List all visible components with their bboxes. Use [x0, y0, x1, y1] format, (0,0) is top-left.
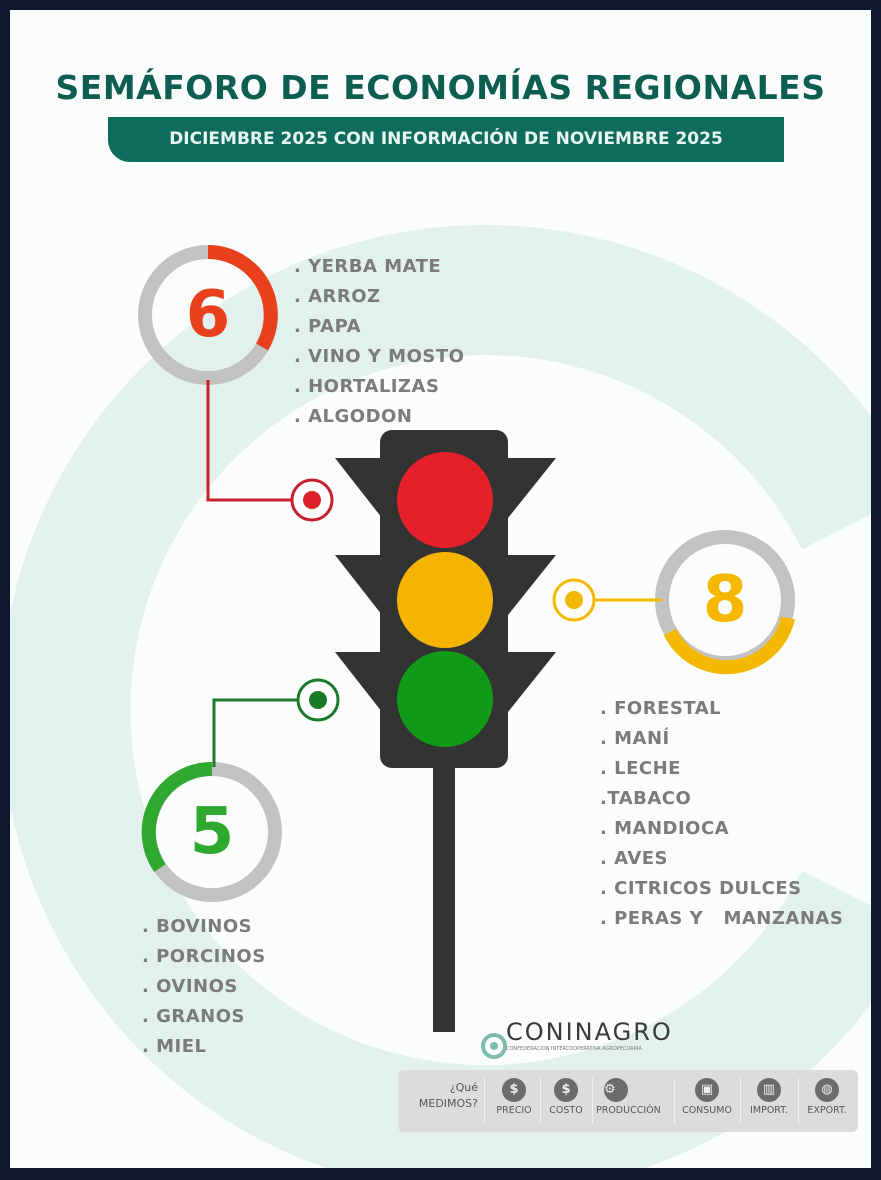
list-item: . OVINOS [142, 976, 238, 997]
infographic: SEMÁFORO DE ECONOMÍAS REGIONALES DICIEMB… [10, 10, 871, 1168]
list-item: . CITRICOS DULCES [600, 878, 802, 899]
red-list: . YERBA MATE . ARROZ . PAPA . VINO Y MOS… [294, 252, 464, 432]
list-item: . MANDIOCA [600, 818, 730, 839]
dollar-icon: $ [502, 1078, 526, 1102]
measure-consumo: ▣CONSUMO [678, 1078, 736, 1116]
list-item: . PORCINOS [142, 946, 266, 967]
green-count: 5 [189, 795, 235, 869]
list-item: . LECHE [600, 758, 681, 779]
list-item: . GRANOS [142, 1006, 245, 1027]
list-item: . PAPA [294, 316, 362, 337]
list-item: . MANÍ [600, 728, 670, 749]
list-item: . ARROZ [294, 286, 381, 307]
red-connector [206, 380, 292, 502]
measure-import: ▥IMPORT. [744, 1078, 794, 1116]
list-item: . YERBA MATE [294, 256, 442, 277]
cost-icon: $ [554, 1078, 578, 1102]
red-ring-arc [207, 245, 278, 351]
list-item: . HORTALIZAS [294, 376, 440, 397]
green-ring-arc [141, 761, 213, 872]
gear-icon: ⚙ [604, 1078, 628, 1102]
list-item: . PERAS Y MANZANAS [600, 908, 844, 929]
list-item: . FORESTAL [600, 698, 722, 719]
list-item: . MIEL [142, 1036, 207, 1057]
yellow-count: 8 [702, 563, 748, 637]
list-item: . VINO Y MOSTO [294, 346, 465, 367]
yellow-list: . FORESTAL . MANÍ . LECHE .TABACO . MAND… [600, 694, 843, 934]
measure-produccion: ⚙PRODUCCIÓN [596, 1078, 668, 1116]
page-title: SEMÁFORO DE ECONOMÍAS REGIONALES [55, 68, 826, 107]
list-item: . ALGODON [294, 406, 413, 427]
yellow-ring-arc [663, 616, 795, 675]
measure-precio: $PRECIO [492, 1078, 536, 1116]
globe-icon: ◍ [815, 1078, 839, 1102]
traffic-light [335, 430, 556, 1032]
list-item: . AVES [600, 848, 669, 869]
measure-export: ◍EXPORT. [802, 1078, 852, 1116]
measure-costo: $COSTO [544, 1078, 588, 1116]
red-count: 6 [185, 278, 231, 352]
green-list: . BOVINOS . PORCINOS . OVINOS . GRANOS .… [142, 912, 266, 1062]
subtitle-banner: DICIEMBRE 2025 CON INFORMACIÓN DE NOVIEM… [108, 117, 784, 162]
container-icon: ▥ [757, 1078, 781, 1102]
list-item: . BOVINOS [142, 916, 253, 937]
cart-icon: ▣ [695, 1078, 719, 1102]
coninagro-logo-icon [481, 1033, 507, 1059]
list-item: .TABACO [600, 788, 692, 809]
